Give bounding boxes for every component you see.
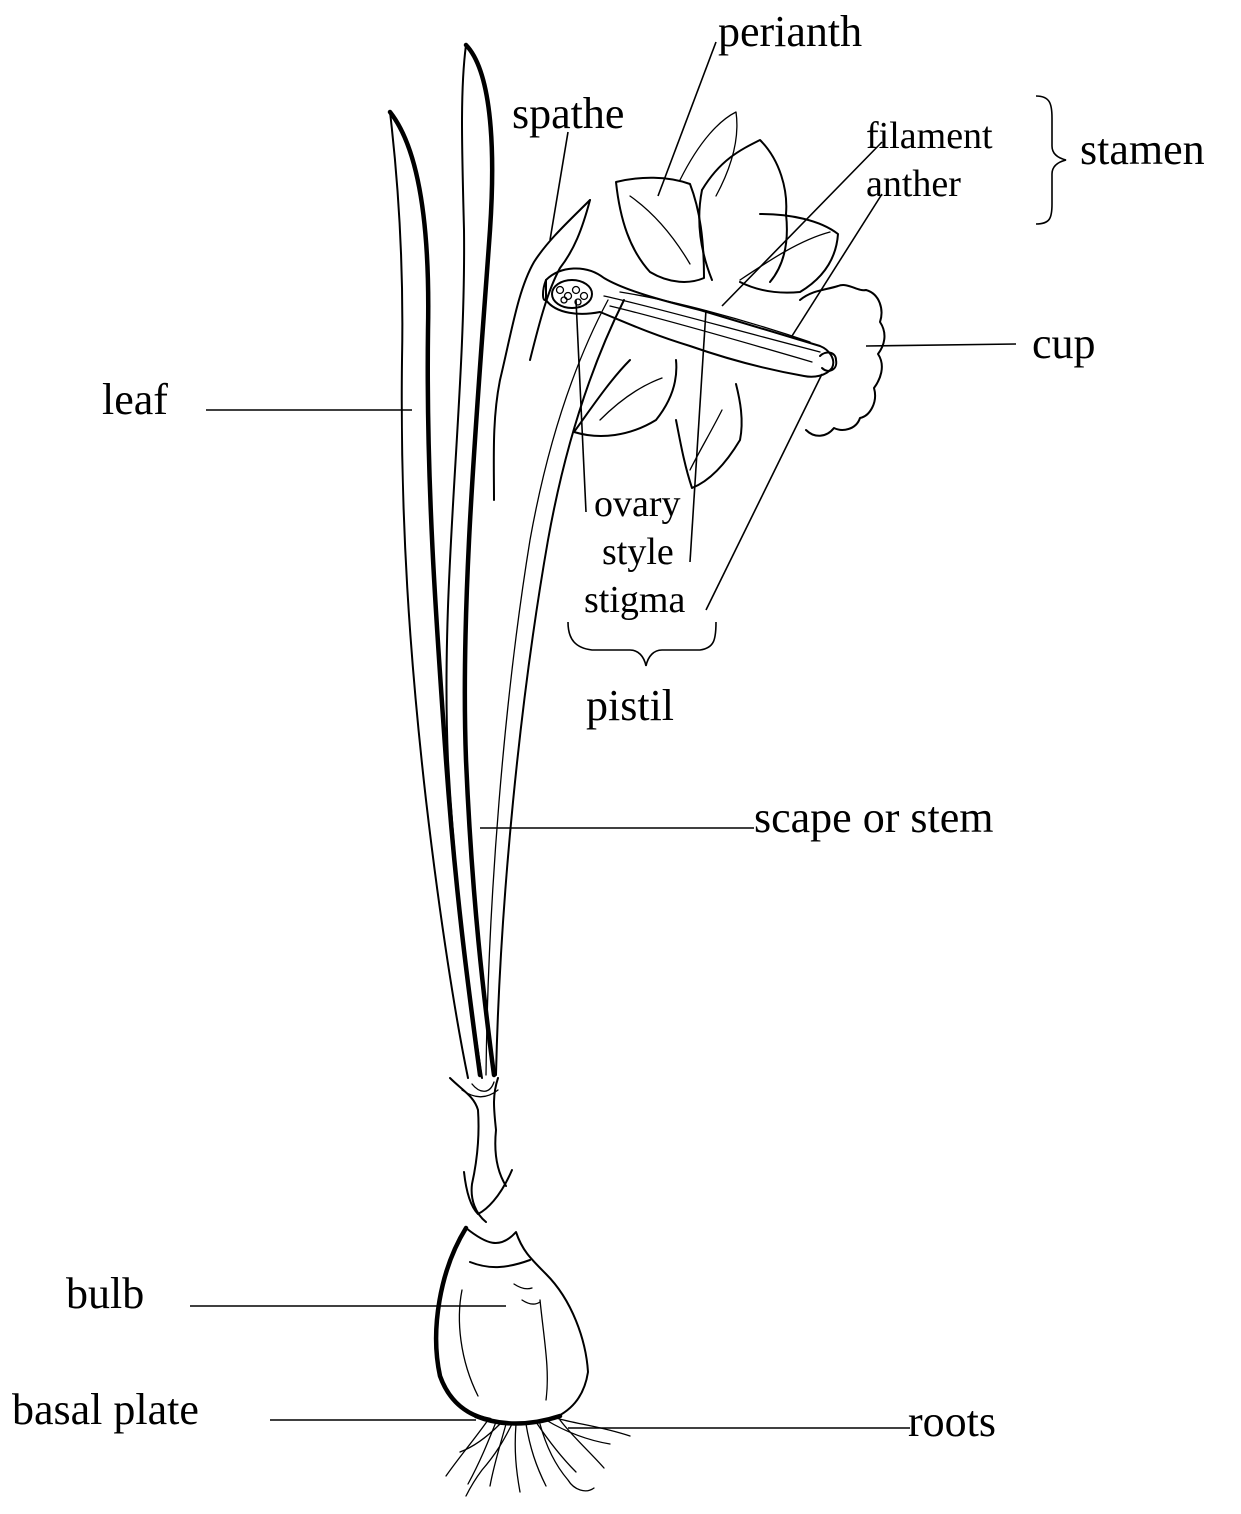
roots-drawing xyxy=(446,1418,630,1496)
perianth-label: perianth xyxy=(718,7,862,56)
ovary-leader xyxy=(576,300,586,512)
pistil-brace xyxy=(568,622,716,666)
bulb-label: bulb xyxy=(66,1269,144,1318)
leaf-label: leaf xyxy=(102,375,168,424)
flower-drawing xyxy=(543,112,884,488)
filament-label: filament xyxy=(866,115,993,157)
ovary-label: ovary xyxy=(594,483,681,525)
leader-lines xyxy=(190,42,1016,1428)
stamen-label: stamen xyxy=(1080,125,1205,174)
scape-drawing xyxy=(486,200,624,1075)
anther-leader xyxy=(792,194,882,336)
scape-label: scape or stem xyxy=(754,793,993,842)
leaf-drawing xyxy=(390,45,494,1078)
bulb-drawing xyxy=(436,1078,588,1424)
cup-leader xyxy=(866,344,1016,346)
stigma-label: stigma xyxy=(584,579,685,621)
pistil-label: pistil xyxy=(586,681,674,730)
stamen-brace xyxy=(1036,96,1066,224)
spathe-label: spathe xyxy=(512,89,624,138)
filament-leader xyxy=(722,142,882,306)
style-label: style xyxy=(602,531,674,573)
stigma-leader xyxy=(706,374,822,610)
roots-label: roots xyxy=(908,1397,996,1446)
cup-label: cup xyxy=(1032,319,1096,368)
perianth-leader xyxy=(658,42,716,196)
anther-label: anther xyxy=(866,163,961,205)
basal-plate-label: basal plate xyxy=(12,1385,199,1434)
